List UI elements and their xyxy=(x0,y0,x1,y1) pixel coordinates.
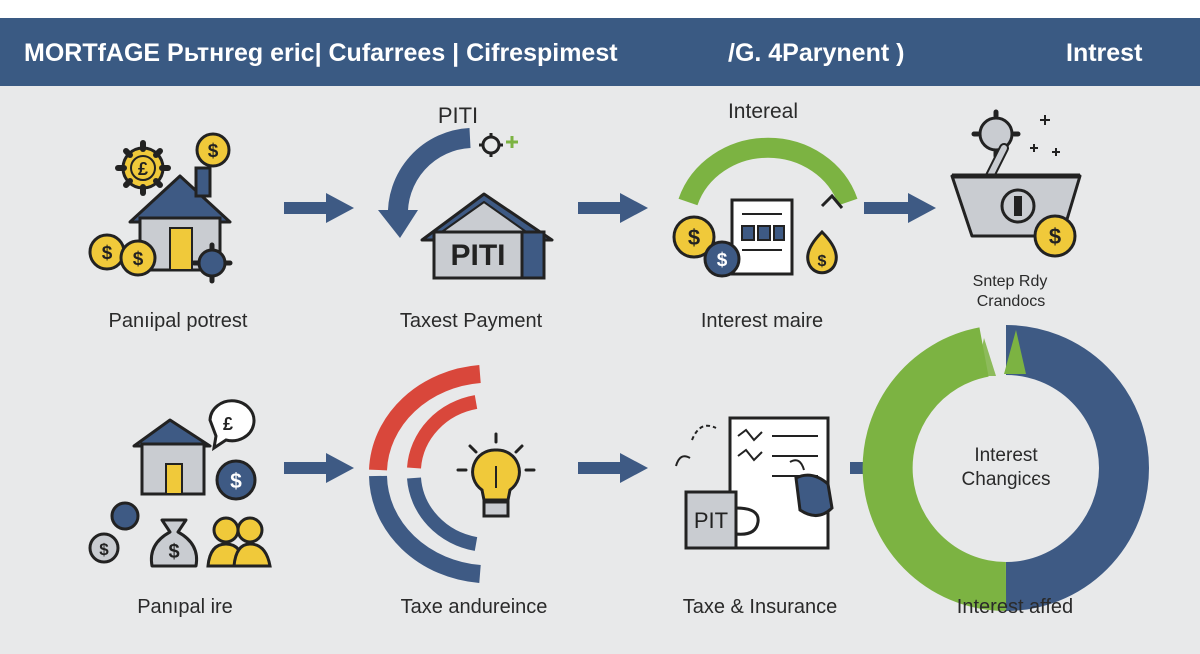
step-caption-line1: Sntep Rdy xyxy=(972,273,1048,290)
savings-tub-icon: $ xyxy=(950,109,1082,258)
tax-insurance-document-icon: PIT xyxy=(675,416,834,550)
header-bar xyxy=(0,18,1200,86)
svg-text:$: $ xyxy=(133,249,144,270)
step-caption-line2: Crandocs xyxy=(976,293,1046,310)
step-caption: Panıipal potrest xyxy=(108,310,248,332)
step-caption: Panıpal ire xyxy=(137,596,233,618)
svg-text:$: $ xyxy=(688,225,700,250)
svg-text:$: $ xyxy=(230,470,242,493)
interest-donut-icon xyxy=(862,325,1149,612)
svg-text:PIT: PIT xyxy=(694,508,728,533)
flow-arrow xyxy=(284,193,354,223)
step-title: PITI xyxy=(437,103,479,128)
donut-center-line2: Changicєs xyxy=(961,469,1051,490)
step-caption: Interest maire xyxy=(700,310,824,332)
svg-text:$: $ xyxy=(168,541,179,563)
flow-arrow xyxy=(578,453,648,483)
svg-text:£: £ xyxy=(223,414,233,434)
flow-arrow xyxy=(284,453,354,483)
step-caption: Interest affed xyxy=(956,596,1074,618)
svg-text:$: $ xyxy=(99,540,109,559)
step-caption: Taxest Payment xyxy=(399,310,543,332)
step-title: Intereal xyxy=(727,100,799,123)
svg-text:PITI: PITI xyxy=(450,239,505,272)
step-caption: Taxe & Insurance xyxy=(682,596,838,618)
household-finance-icon: £ $ $ $ xyxy=(88,399,272,568)
step-caption: Taxe andureince xyxy=(400,596,548,618)
split-arc-bulb-icon xyxy=(369,365,536,583)
header-middle-text: /G. 4Parynent ) xyxy=(728,39,905,67)
flow-arrow xyxy=(864,193,936,223)
interest-document-icon: $ $ $ xyxy=(672,137,858,278)
svg-text:$: $ xyxy=(208,141,219,162)
svg-text:$: $ xyxy=(717,250,728,271)
header-title: MORTfAGE Pьтнreg eric| Cufarrees | Cifre… xyxy=(24,39,618,67)
svg-text:$: $ xyxy=(818,253,827,270)
piti-house-icon: PITI xyxy=(378,128,554,280)
top-margin xyxy=(0,0,1200,18)
house-coins-icon: £ $ $ $ xyxy=(88,132,233,284)
svg-text:$: $ xyxy=(1049,224,1061,249)
donut-center-line1: Interest xyxy=(974,445,1038,466)
flow-arrow xyxy=(578,193,648,223)
header-right-text: Intrest xyxy=(1066,39,1143,67)
svg-text:$: $ xyxy=(102,243,113,264)
svg-text:£: £ xyxy=(138,159,148,179)
gear-icon: £ xyxy=(115,140,171,196)
